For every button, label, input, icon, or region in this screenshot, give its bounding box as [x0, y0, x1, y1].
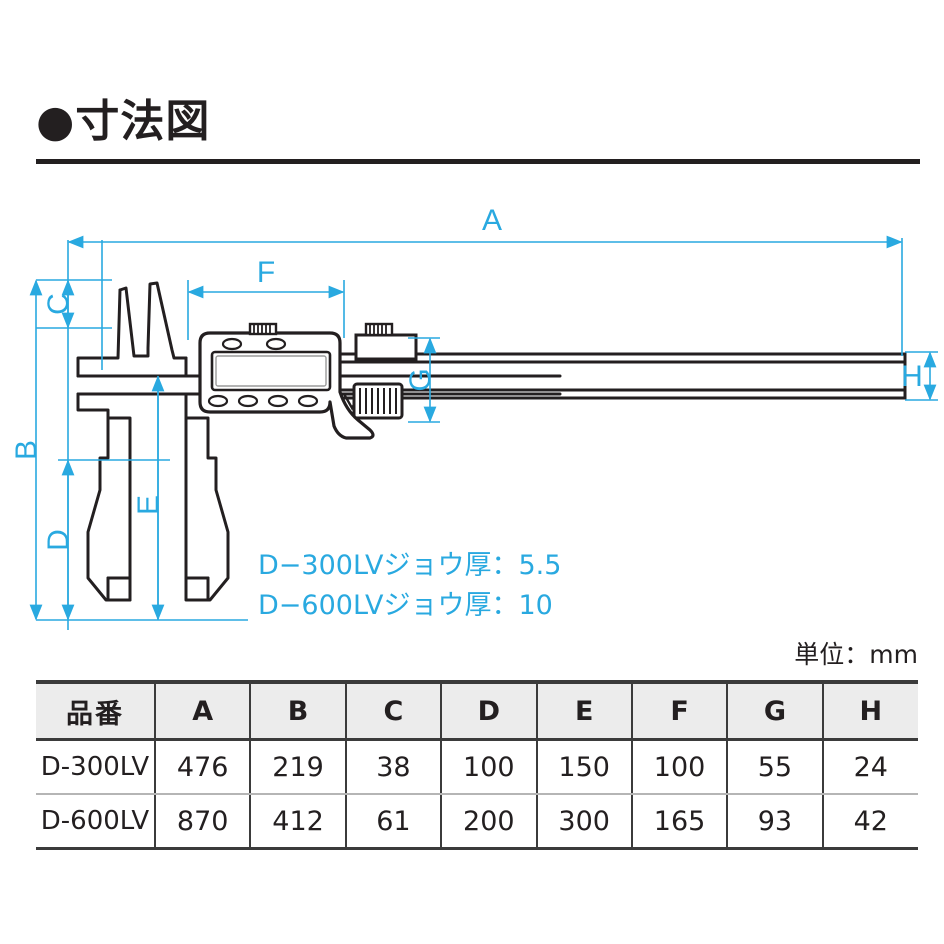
page-title: ●寸法図: [36, 96, 920, 148]
dimension-label-B: B: [10, 440, 43, 460]
display-buttons: [207, 337, 319, 408]
spec-table: 品番 A B C D E F G H D-300LV 476 219 38: [36, 680, 918, 850]
note-line-2: D−600LVジョウ厚：10: [258, 590, 553, 621]
dimension-label-A: A: [482, 204, 502, 237]
unit-note: 単位：mm: [794, 640, 918, 669]
col-header-e: E: [535, 680, 632, 741]
slider-thumb-wheel: [352, 382, 404, 420]
col-header-c: C: [344, 680, 442, 741]
col-header-model: 品番: [36, 680, 155, 741]
slider-top-clamp: [354, 322, 418, 361]
table-row: D-600LV 870 412 61 200 300 165 93 42: [36, 794, 918, 850]
page-title-text: 寸法図: [75, 96, 211, 147]
cell-e: 150: [535, 739, 632, 795]
dimension-lines: [29, 235, 938, 630]
cell-h: 42: [821, 794, 918, 850]
cell-a: 870: [153, 794, 251, 850]
dimension-label-F: F: [257, 256, 275, 289]
dimension-label-C: C: [42, 293, 75, 315]
col-header-h: H: [821, 680, 918, 741]
drawing-notes: D−300LVジョウ厚：5.5 D−600LVジョウ厚：10: [258, 550, 561, 621]
col-header-d: D: [440, 680, 537, 741]
cell-f: 100: [630, 739, 728, 795]
header-divider: [36, 159, 920, 164]
cell-b: 412: [249, 794, 346, 850]
spec-table-container: 品番 A B C D E F G H D-300LV 476 219 38: [36, 680, 918, 850]
cell-b: 219: [249, 739, 346, 795]
bullet-icon: ●: [36, 96, 76, 147]
table-row: D-300LV 476 219 38 100 150 100 55 24: [36, 739, 918, 795]
dimension-drawing: A F H B C D E G D−300LVジョウ厚：5.5 D−600LVジ…: [0, 180, 944, 650]
cell-g: 55: [726, 739, 823, 795]
cell-a: 476: [153, 739, 251, 795]
dimension-label-H: H: [901, 360, 923, 393]
cell-d: 100: [440, 739, 537, 795]
dimension-labels: A F H B C D E G: [10, 204, 923, 551]
cell-f: 165: [630, 794, 728, 850]
cell-d: 200: [440, 794, 537, 850]
dimension-label-E: E: [132, 495, 165, 515]
cell-g: 93: [726, 794, 823, 850]
cell-model: D-600LV: [36, 794, 155, 850]
col-header-g: G: [726, 680, 823, 741]
section-header: ●寸法図: [36, 96, 920, 168]
note-line-1: D−300LVジョウ厚：5.5: [258, 550, 561, 581]
col-header-a: A: [153, 680, 251, 741]
dimension-label-G: G: [404, 368, 437, 391]
dimension-label-D: D: [42, 529, 75, 551]
cell-h: 24: [821, 739, 918, 795]
cell-c: 38: [344, 739, 442, 795]
cell-c: 61: [344, 794, 442, 850]
cell-e: 300: [535, 794, 632, 850]
display-top-screw: [248, 322, 278, 336]
cell-model: D-300LV: [36, 739, 155, 795]
lcd-screen: [210, 350, 332, 392]
table-header-row: 品番 A B C D E F G H: [36, 680, 918, 741]
col-header-b: B: [249, 680, 346, 741]
col-header-f: F: [630, 680, 728, 741]
